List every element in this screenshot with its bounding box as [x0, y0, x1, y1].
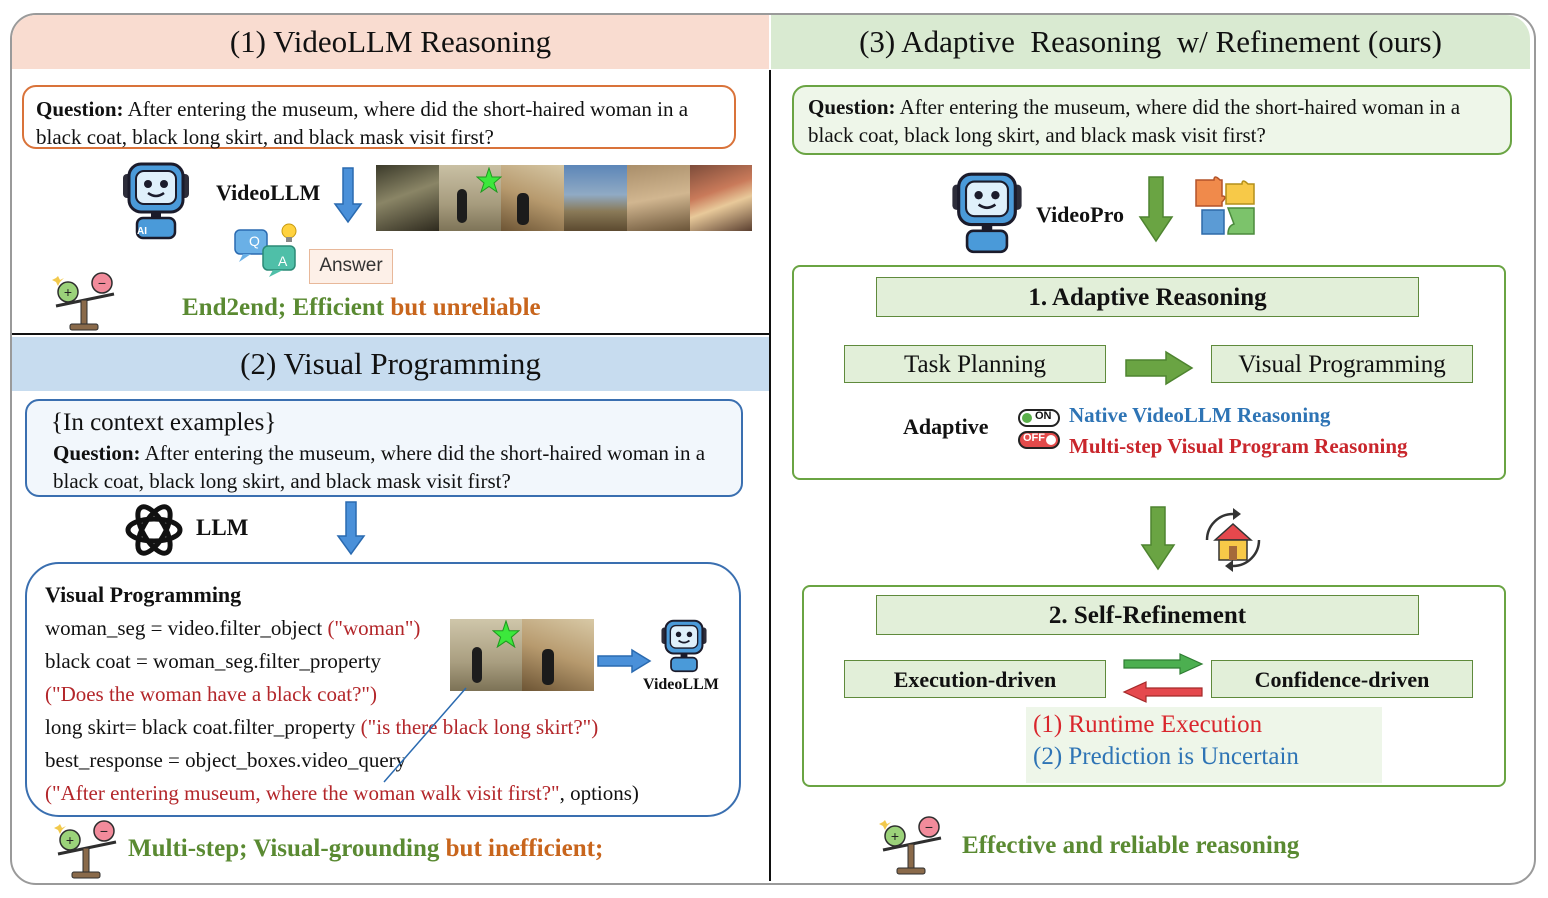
videollm-small-label: VideoLLM	[643, 676, 719, 693]
robot-icon	[661, 619, 707, 673]
condition-uncertain: (2) Prediction is Uncertain	[1033, 743, 1299, 770]
toggle-on-icon: ON	[1018, 409, 1060, 427]
person-silhouette	[457, 189, 467, 223]
panel3-title: (3) Adaptive Reasoning w/ Refinement (ou…	[859, 24, 1442, 59]
down-arrow-icon	[1140, 506, 1176, 571]
confidence-driven-box: Confidence-driven	[1211, 660, 1473, 698]
visual-programming-box	[25, 562, 741, 817]
code-line: best_response = object_boxes.video_query	[45, 748, 407, 772]
puzzle-icon	[1195, 176, 1255, 235]
balance-scale-icon: + −	[879, 816, 942, 875]
code-line: ("Does the woman have a black coat?")	[45, 682, 378, 706]
verdict-good: Multi-step; Visual-grounding	[128, 835, 446, 862]
code-line: woman_seg = video.filter_object ("woman"…	[45, 616, 421, 640]
section2-title: 2. Self-Refinement	[876, 595, 1419, 635]
video-frame	[627, 165, 690, 231]
context-label: {In context examples}	[51, 409, 277, 436]
down-arrow-icon	[336, 501, 366, 556]
panel2-context-box: {In context examples} Question: After en…	[25, 399, 743, 497]
code-block: woman_seg = video.filter_object ("woman"…	[45, 612, 665, 810]
svg-text:−: −	[98, 275, 106, 291]
qa-chat-icon	[234, 223, 297, 277]
verdict-bad: but unreliable	[390, 294, 541, 321]
vp-heading: Visual Programming	[45, 582, 242, 607]
question-label: Question:	[36, 97, 124, 121]
code-line: ("After entering museum, where the woman…	[45, 781, 639, 805]
native-reasoning-label: Native VideoLLM Reasoning	[1069, 403, 1331, 427]
person-silhouette	[517, 193, 529, 225]
vertical-divider	[769, 70, 771, 881]
question-label: Question:	[808, 95, 896, 119]
star-icon	[492, 620, 520, 648]
qa-q-letter: Q	[249, 233, 260, 249]
question-text: After entering the museum, where did the…	[53, 441, 706, 493]
panel3-verdict: Effective and reliable reasoning	[962, 832, 1300, 859]
video-frame	[501, 165, 564, 231]
person-silhouette	[472, 647, 482, 683]
robot-icon	[123, 162, 189, 240]
robot-icon	[952, 172, 1022, 254]
svg-text:−: −	[925, 819, 933, 835]
panel1-verdict: End2end; Efficient but unreliable	[182, 294, 541, 322]
conditions-box	[1026, 707, 1382, 783]
down-arrow-icon	[333, 167, 363, 224]
video-frames-strip	[376, 165, 752, 231]
panel1-question-box: Question: After entering the museum, whe…	[22, 85, 736, 149]
video-frame	[522, 619, 594, 691]
self-refinement-box	[802, 585, 1506, 787]
code-line: long skirt= black coat.filter_property (…	[45, 715, 599, 739]
panel2-verdict: Multi-step; Visual-grounding but ineffic…	[128, 835, 603, 863]
videollm-label: VideoLLM	[216, 180, 321, 205]
balance-scale-icon: + −	[52, 272, 115, 331]
section1-title: 1. Adaptive Reasoning	[876, 277, 1419, 317]
connector-line	[383, 687, 467, 783]
videopro-label: VideoPro	[1036, 202, 1124, 227]
panel3-header	[771, 15, 1530, 69]
video-frame	[376, 165, 439, 231]
right-arrow-icon	[597, 648, 652, 674]
execution-driven-box: Execution-driven	[844, 660, 1106, 698]
right-arrow-icon	[1125, 350, 1194, 386]
star-icon	[476, 167, 502, 193]
code-line: black coat = woman_seg.filter_property	[45, 649, 382, 673]
swap-arrows-icon	[1122, 653, 1204, 703]
question-label: Question:	[53, 441, 141, 465]
selected-frames	[450, 619, 594, 691]
video-frame	[690, 165, 752, 231]
verdict-good: End2end; Efficient	[182, 294, 391, 321]
balance-scale-icon: + −	[54, 820, 117, 879]
panel2-header	[12, 337, 769, 391]
adaptive-label: Adaptive	[903, 414, 989, 439]
svg-text:+: +	[891, 828, 899, 844]
question-text: After entering the museum, where did the…	[808, 95, 1461, 147]
llm-logo-icon	[125, 504, 183, 556]
svg-text:−: −	[100, 823, 108, 839]
multistep-reasoning-label: Multi-step Visual Program Reasoning	[1069, 434, 1408, 458]
adaptive-reasoning-box	[792, 265, 1506, 480]
condition-runtime: (1) Runtime Execution	[1033, 711, 1263, 738]
video-frame	[564, 165, 627, 231]
refresh-home-icon	[1205, 508, 1261, 572]
svg-text:+: +	[66, 832, 74, 848]
toggle-off-icon: OFF	[1018, 431, 1060, 449]
panel3-question-box: Question: After entering the museum, whe…	[792, 85, 1512, 155]
robot-tag: AI	[137, 226, 147, 237]
task-planning-box: Task Planning	[844, 345, 1106, 383]
panel1-header	[12, 15, 769, 69]
down-arrow-icon	[1138, 176, 1174, 243]
panel1-title: (1) VideoLLM Reasoning	[229, 24, 552, 59]
visual-programming-step-box: Visual Programming	[1211, 345, 1473, 383]
question-text: After entering the museum, where did the…	[36, 97, 689, 149]
qa-a-letter: A	[278, 253, 288, 269]
svg-text:+: +	[64, 284, 72, 300]
panel2-title: (2) Visual Programming	[240, 346, 541, 381]
figure-frame	[10, 13, 1536, 885]
verdict-bad: but inefficient;	[445, 835, 604, 862]
answer-box: Answer	[309, 249, 393, 284]
person-silhouette	[542, 649, 554, 685]
llm-label: LLM	[196, 515, 249, 540]
panel-divider	[12, 333, 770, 335]
